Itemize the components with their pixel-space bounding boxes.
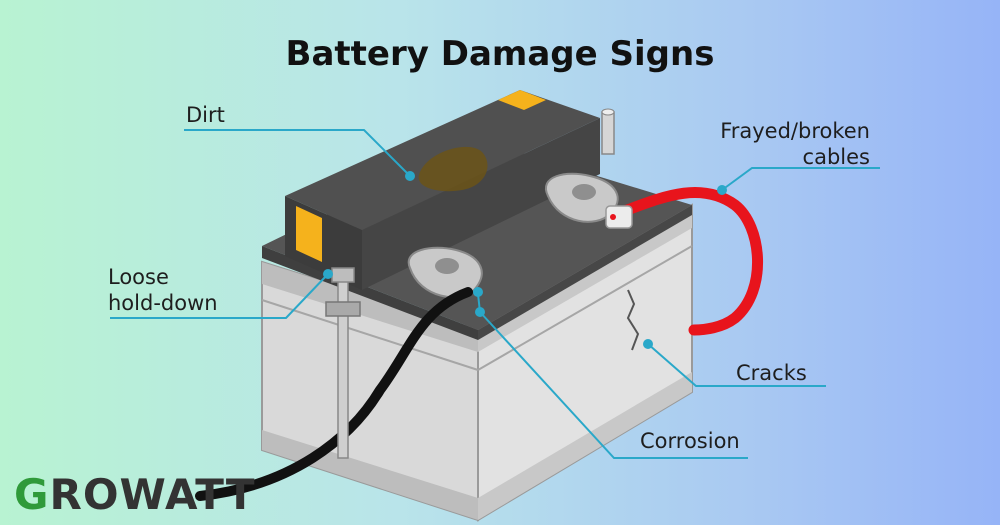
- logo-rest: ROWATT: [49, 470, 256, 519]
- negative-terminal: [407, 246, 483, 299]
- dirt-stain: [418, 146, 488, 192]
- lid-side: [362, 118, 600, 290]
- page-title: Battery Damage Signs: [285, 34, 715, 74]
- logo-initial: G: [14, 470, 50, 519]
- growatt-logo: GROWATT: [14, 470, 255, 519]
- battery-base-side: [478, 372, 692, 520]
- callout-lines: [110, 129, 880, 459]
- callout-dots: [323, 171, 727, 349]
- battery-groove-front: [261, 299, 479, 371]
- battery-top-edge-side: [478, 205, 692, 340]
- positive-terminal: [545, 172, 619, 223]
- red-cable-clamp: [605, 205, 633, 229]
- hold-down-bolt: [325, 267, 361, 459]
- label-corrosion: Corrosion: [640, 429, 740, 453]
- black-cable: [195, 287, 473, 501]
- red-cable: [616, 187, 763, 336]
- label-cracks: Cracks: [736, 361, 807, 385]
- label-loose-hold-down: Loose hold-down: [108, 265, 218, 315]
- label-frayed-cables: Frayed/broken cables: [720, 119, 870, 169]
- left-yellow-tab: [296, 206, 322, 262]
- crack-line: [626, 289, 640, 351]
- label-dirt: Dirt: [186, 103, 225, 127]
- vent-cap: [601, 111, 615, 155]
- right-yellow-tab: [498, 90, 546, 110]
